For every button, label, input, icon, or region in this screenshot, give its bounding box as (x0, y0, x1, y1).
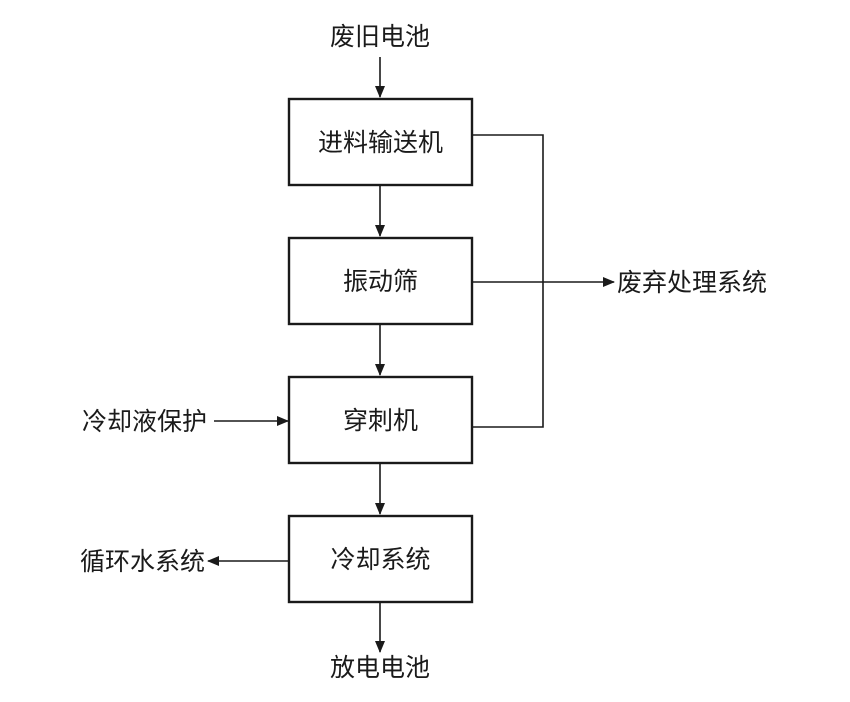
feeder-label: 进料输送机 (318, 128, 443, 157)
input-label: 废旧电池 (330, 22, 430, 51)
piercer-label: 穿刺机 (343, 406, 418, 435)
feeder-box: 进料输送机 (287, 97, 474, 187)
water-system-label: 循环水系统 (80, 547, 205, 576)
waste-system-label: 废弃处理系统 (617, 268, 767, 297)
waste-collector-line (472, 134, 544, 428)
screen-box: 振动筛 (287, 236, 474, 326)
screen-label: 振动筛 (343, 267, 418, 296)
cooling-label: 冷却系统 (330, 545, 430, 574)
cooling-box: 冷却系统 (287, 514, 474, 604)
coolant-label: 冷却液保护 (82, 407, 207, 436)
piercer-box: 穿刺机 (287, 375, 474, 465)
output-label: 放电电池 (330, 653, 430, 682)
